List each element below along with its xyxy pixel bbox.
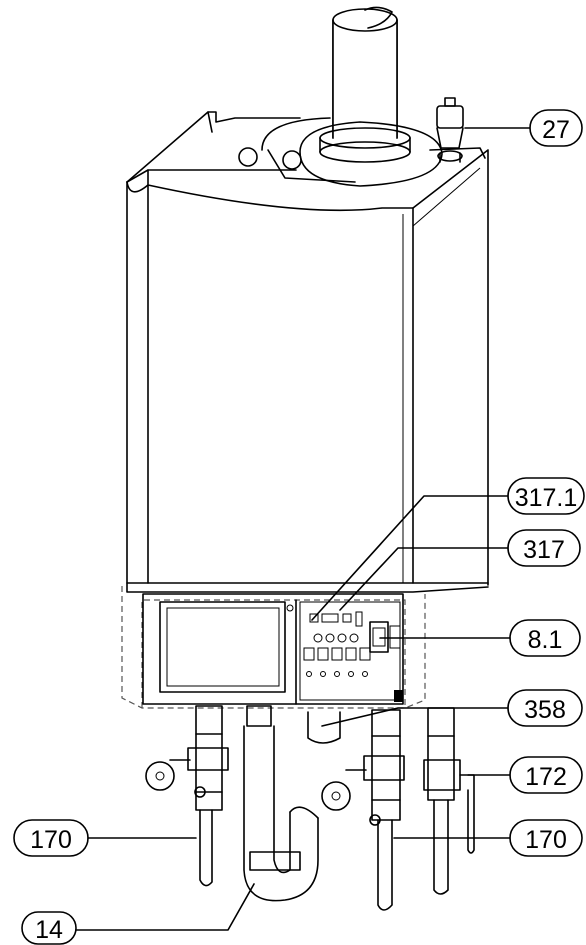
callout-170-left: 170 xyxy=(13,819,89,857)
callout-label-8-1: 8.1 xyxy=(528,626,563,654)
callout-label-170-right: 170 xyxy=(525,826,567,854)
lower-cover-outline xyxy=(121,586,426,709)
callout-172: 172 xyxy=(509,756,583,794)
callout-14: 14 xyxy=(21,911,77,945)
callout-label-172: 172 xyxy=(525,763,567,791)
leader-14 xyxy=(75,883,255,931)
flue-pipe xyxy=(238,6,443,187)
control-panel xyxy=(142,593,404,705)
callout-label-27: 27 xyxy=(542,116,570,144)
callout-label-317-1: 317.1 xyxy=(515,484,578,512)
callout-label-14: 14 xyxy=(35,916,63,944)
boiler-illustration xyxy=(121,6,489,911)
pipe-connections xyxy=(145,705,475,911)
leader-lines xyxy=(75,127,531,931)
callout-317: 317 xyxy=(507,529,581,567)
callout-170-right: 170 xyxy=(509,819,583,857)
leader-317 xyxy=(339,547,509,611)
callout-27: 27 xyxy=(529,109,583,147)
callout-label-170-left: 170 xyxy=(30,826,72,854)
callout-8-1: 8.1 xyxy=(509,619,581,657)
callout-358: 358 xyxy=(507,689,583,727)
leader-317-1 xyxy=(311,495,509,621)
callout-317-1: 317.1 xyxy=(507,477,585,515)
leader-358 xyxy=(321,707,509,727)
boiler-casing xyxy=(126,111,489,593)
callout-label-317: 317 xyxy=(523,536,565,564)
air-vent xyxy=(436,97,464,163)
callouts: 27 317.1 317 8.1 358 172 170 170 xyxy=(13,109,585,945)
callout-label-358: 358 xyxy=(524,696,566,724)
